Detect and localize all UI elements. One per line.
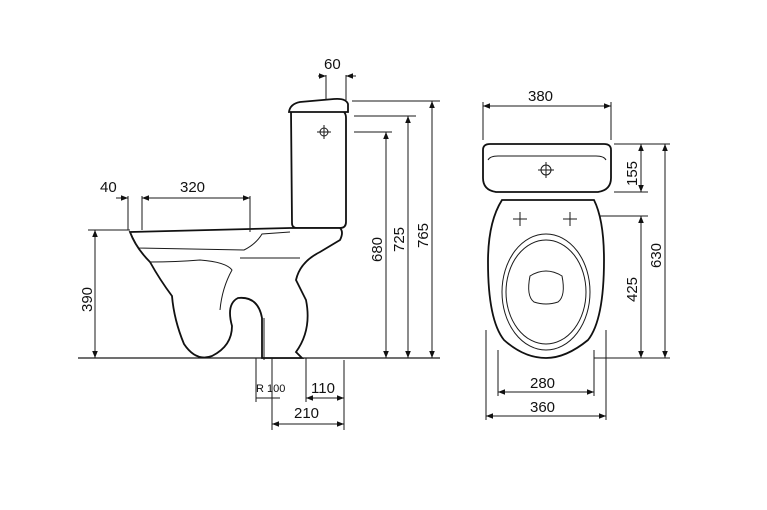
cistern-lid <box>287 97 349 113</box>
flush-button-top-icon <box>538 162 554 178</box>
dim-outlet-height: 110 <box>311 380 335 397</box>
dim-bowl-depth: 425 <box>624 277 641 302</box>
flush-button-icon <box>317 125 331 139</box>
dim-seat-offset: 40 <box>100 179 117 196</box>
bolt-right-icon <box>563 212 577 226</box>
dim-bowl-height: 390 <box>79 287 96 312</box>
dim-bowl-inner-width: 280 <box>530 375 555 392</box>
seat-ring-inner <box>505 239 587 345</box>
top-view: 380 155 425 630 280 360 <box>482 88 670 420</box>
bowl-opening <box>528 270 564 305</box>
dim-total-depth: 630 <box>648 243 665 268</box>
dim-outlet-offset: 210 <box>294 405 319 422</box>
dim-lid-top: 725 <box>391 227 408 252</box>
seat-ring <box>501 233 591 351</box>
dim-tank-top: 680 <box>369 237 386 262</box>
dim-bowl-outer-width: 360 <box>530 399 555 416</box>
dim-tank-width: 380 <box>528 88 553 105</box>
tank-top-inner <box>487 155 607 161</box>
dim-top-width: 60 <box>324 56 341 73</box>
bolt-left-icon <box>513 212 527 226</box>
dim-total-height: 765 <box>415 223 432 248</box>
toilet-bowl <box>128 227 343 359</box>
side-view: 60 40 320 390 680 725 765 R <box>78 56 440 430</box>
cistern-tank <box>290 109 347 229</box>
bowl-rim <box>129 231 291 251</box>
bowl-top-outline <box>487 199 605 359</box>
dim-tank-depth: 155 <box>624 161 641 186</box>
trap-channel <box>149 259 233 311</box>
dim-seat-length: 320 <box>180 179 205 196</box>
dim-outlet-radius: R 100 <box>256 383 285 395</box>
tank-top-outline <box>482 143 612 193</box>
